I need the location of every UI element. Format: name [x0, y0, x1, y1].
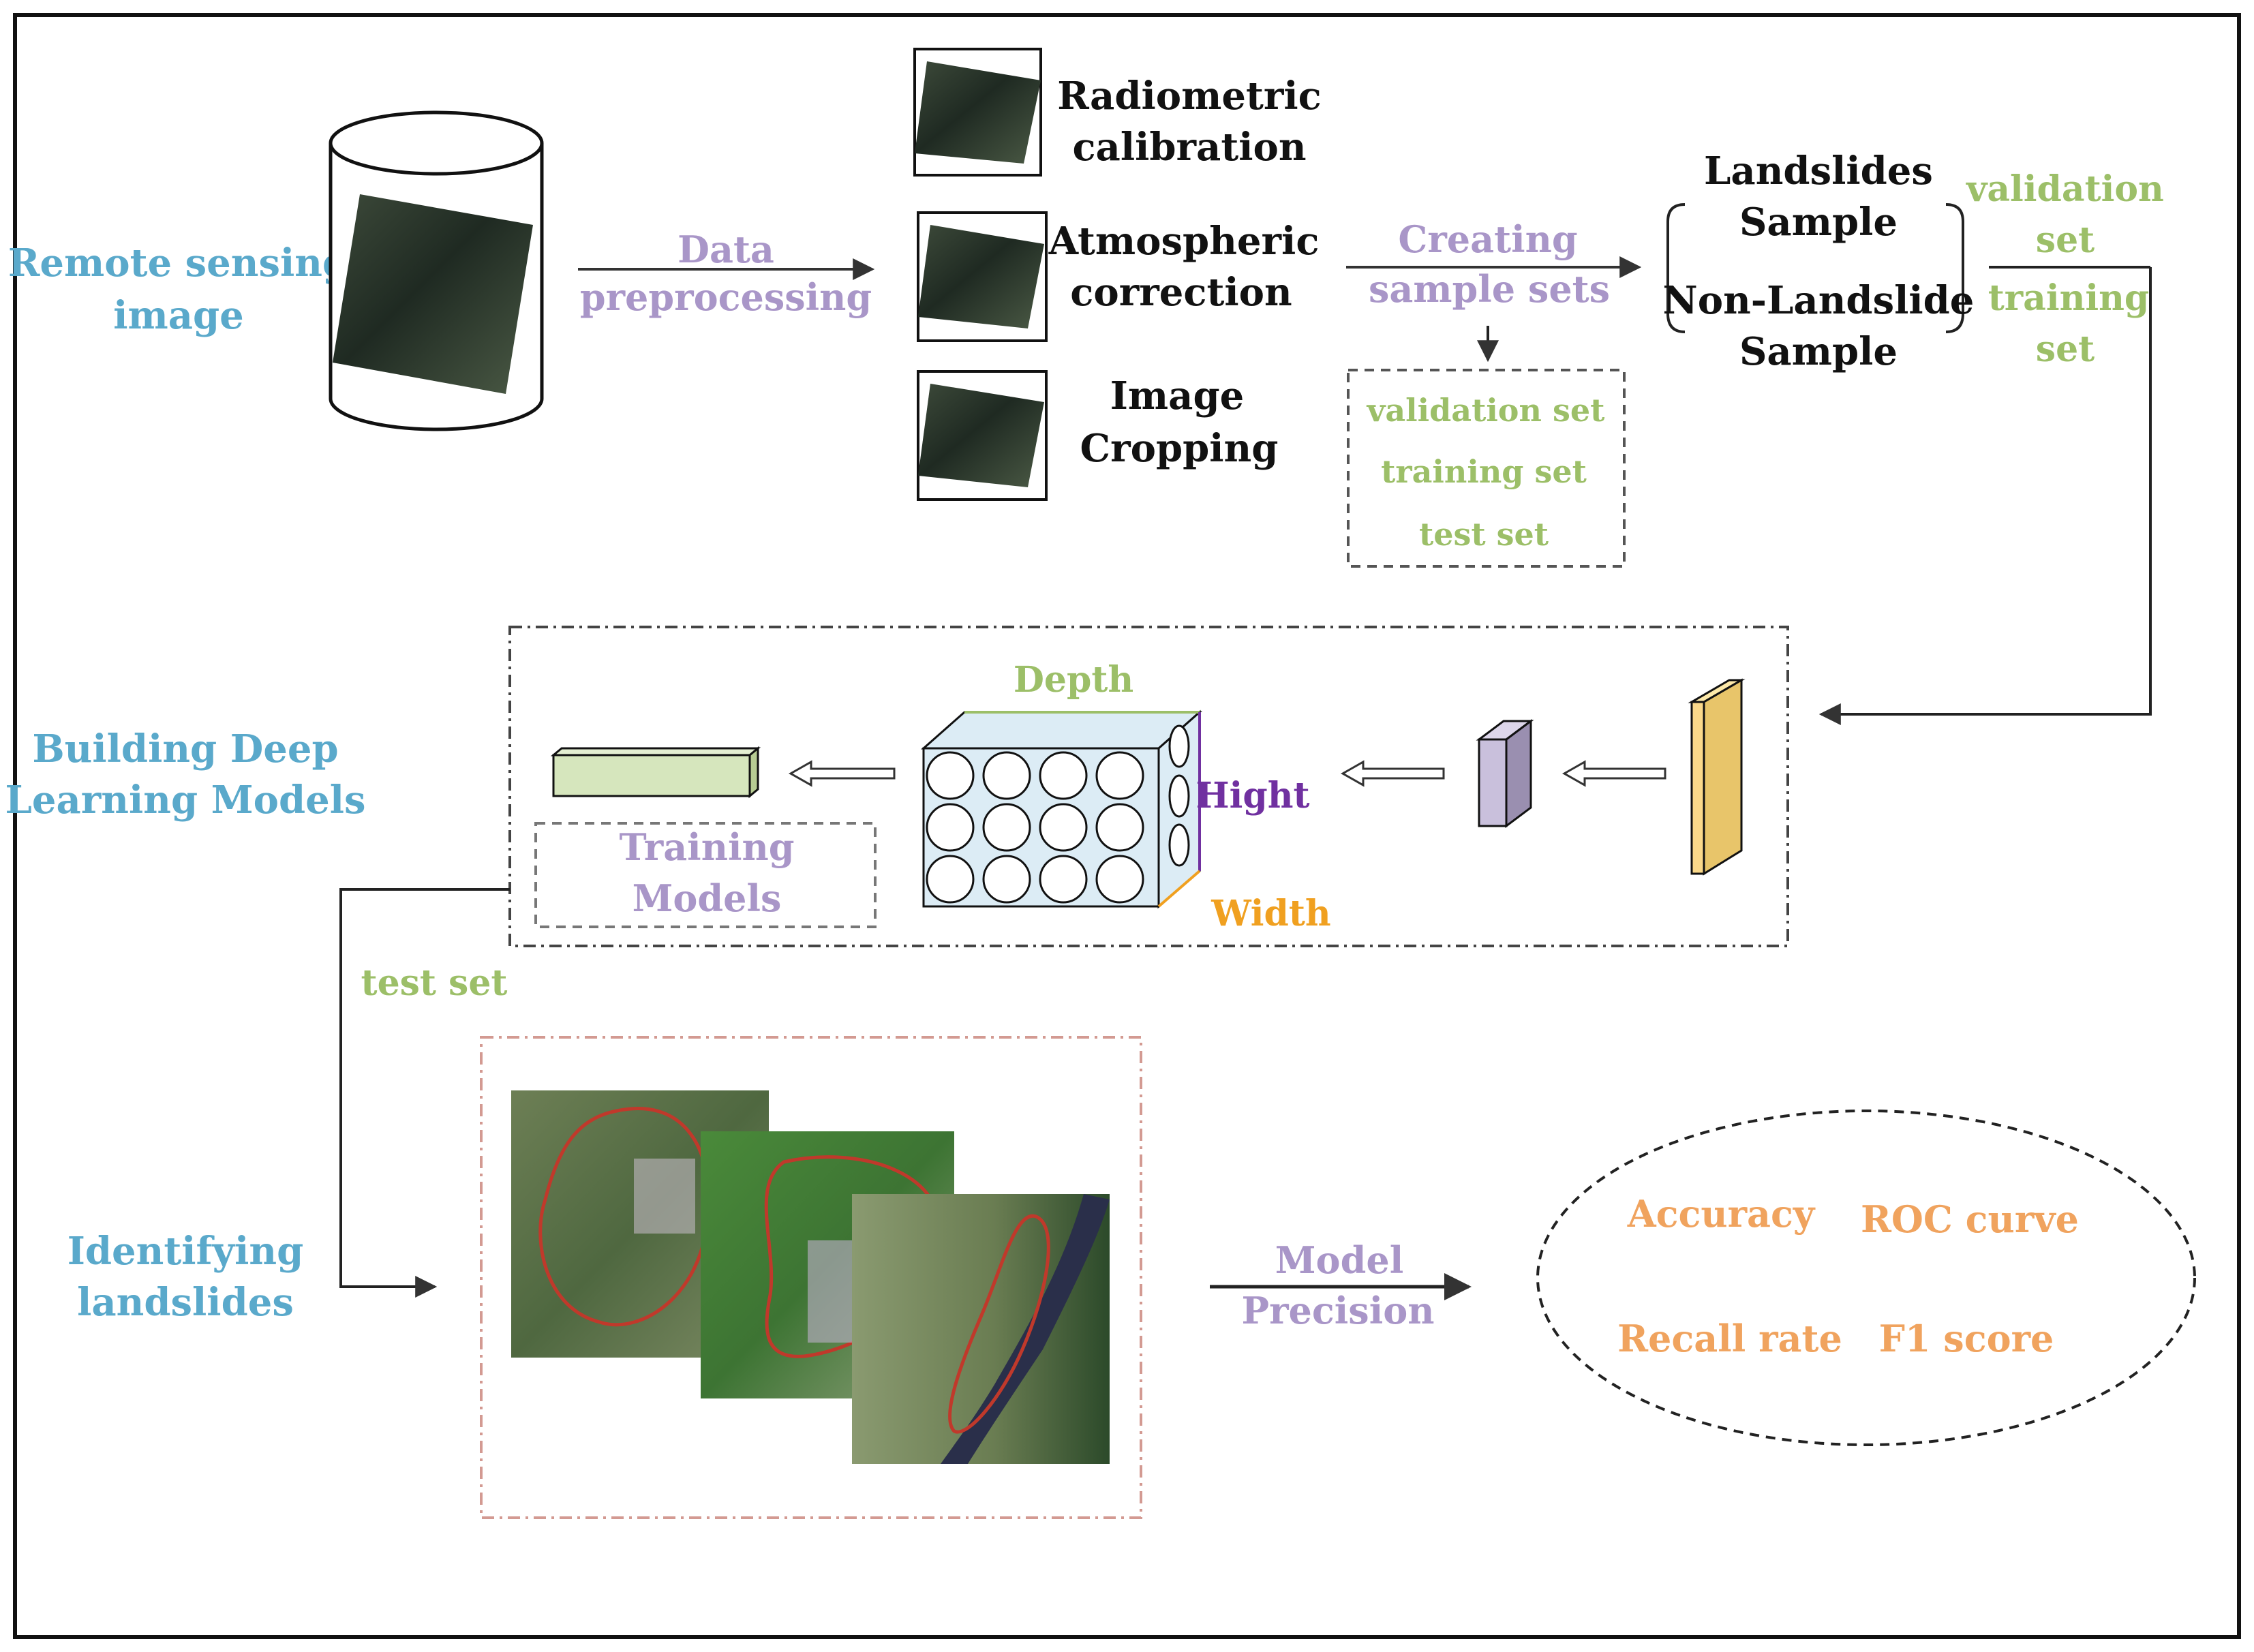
to-model-connector — [1818, 267, 2152, 725]
left-brace — [1666, 203, 1686, 333]
metrics-ellipse — [1536, 1110, 2196, 1446]
flow-arrow-1 — [1562, 760, 1666, 787]
input-label-line2: image — [113, 293, 244, 338]
model-label-line1: Building Deep — [32, 726, 338, 771]
result-image-3 — [852, 1194, 1110, 1464]
landslides-line2: Sample — [1739, 200, 1898, 245]
test-set-connector — [339, 888, 510, 1298]
width-label: Width — [1210, 893, 1330, 934]
identify-label-line2: landslides — [77, 1280, 294, 1325]
satellite-image — [333, 194, 533, 394]
output-layer-block — [550, 746, 761, 799]
metric-f1-score: F1 score — [1879, 1317, 2054, 1360]
split-training: training set — [1381, 453, 1587, 490]
split-validation: validation set — [1367, 392, 1605, 429]
input-label-line1: Remote sensing — [8, 241, 349, 286]
outer-frame — [13, 13, 2241, 1639]
test-set-label: test set — [361, 962, 508, 1004]
depth-label: Depth — [1014, 659, 1133, 701]
training-line1: Training — [619, 825, 794, 869]
training-line2: Models — [633, 876, 782, 920]
nonlandslide-line1: Non-Landslide — [1663, 278, 1975, 323]
step3-line2: Cropping — [1080, 426, 1279, 471]
side-training-line2: set — [2036, 328, 2095, 370]
sample-sets-label-line1: Creating — [1398, 217, 1577, 261]
right-brace — [1945, 203, 1964, 333]
side-training-line1: training — [1988, 277, 2150, 319]
step3-line1: Image — [1110, 373, 1245, 418]
precision-line1: Model — [1275, 1238, 1403, 1282]
results-box — [480, 1036, 1142, 1519]
metric-recall-rate: Recall rate — [1617, 1317, 1842, 1360]
step1-line2: calibration — [1072, 125, 1306, 170]
preprocessing-label-line2: preprocessing — [580, 275, 872, 319]
radiometric-thumbnail — [913, 48, 1042, 177]
step2-line1: Atmospheric — [1048, 219, 1320, 264]
conv-layer-block — [1476, 719, 1534, 828]
input-layer-block — [1688, 678, 1746, 876]
metric-accuracy: Accuracy — [1627, 1192, 1816, 1236]
model-label-line2: Learning Models — [5, 778, 365, 823]
nonlandslide-line2: Sample — [1739, 329, 1898, 374]
cropping-thumbnail — [917, 370, 1048, 501]
feature-cube — [921, 709, 1202, 909]
sample-sets-label-line2: sample sets — [1369, 267, 1610, 311]
preprocessing-label-line1: Data — [677, 228, 774, 271]
split-sets-box — [1347, 369, 1626, 568]
landslides-line1: Landslides — [1704, 149, 1933, 194]
precision-line2: Precision — [1242, 1289, 1435, 1332]
identify-label-line1: Identifying — [67, 1229, 304, 1274]
step2-line2: correction — [1070, 270, 1292, 315]
model-box — [508, 626, 1789, 947]
atmospheric-thumbnail — [917, 211, 1048, 342]
flow-arrow-3 — [788, 760, 896, 787]
database-cylinder-icon — [329, 110, 544, 431]
flow-arrow-2 — [1340, 760, 1445, 787]
split-test: test set — [1419, 516, 1549, 553]
step1-line1: Radiometric — [1057, 74, 1322, 119]
training-models-box — [534, 822, 877, 928]
hight-label: Hight — [1195, 775, 1309, 816]
metric-roc-curve: ROC curve — [1861, 1197, 2079, 1241]
side-validation-line2: set — [2036, 219, 2095, 261]
side-validation-line1: validation — [1966, 168, 2164, 210]
